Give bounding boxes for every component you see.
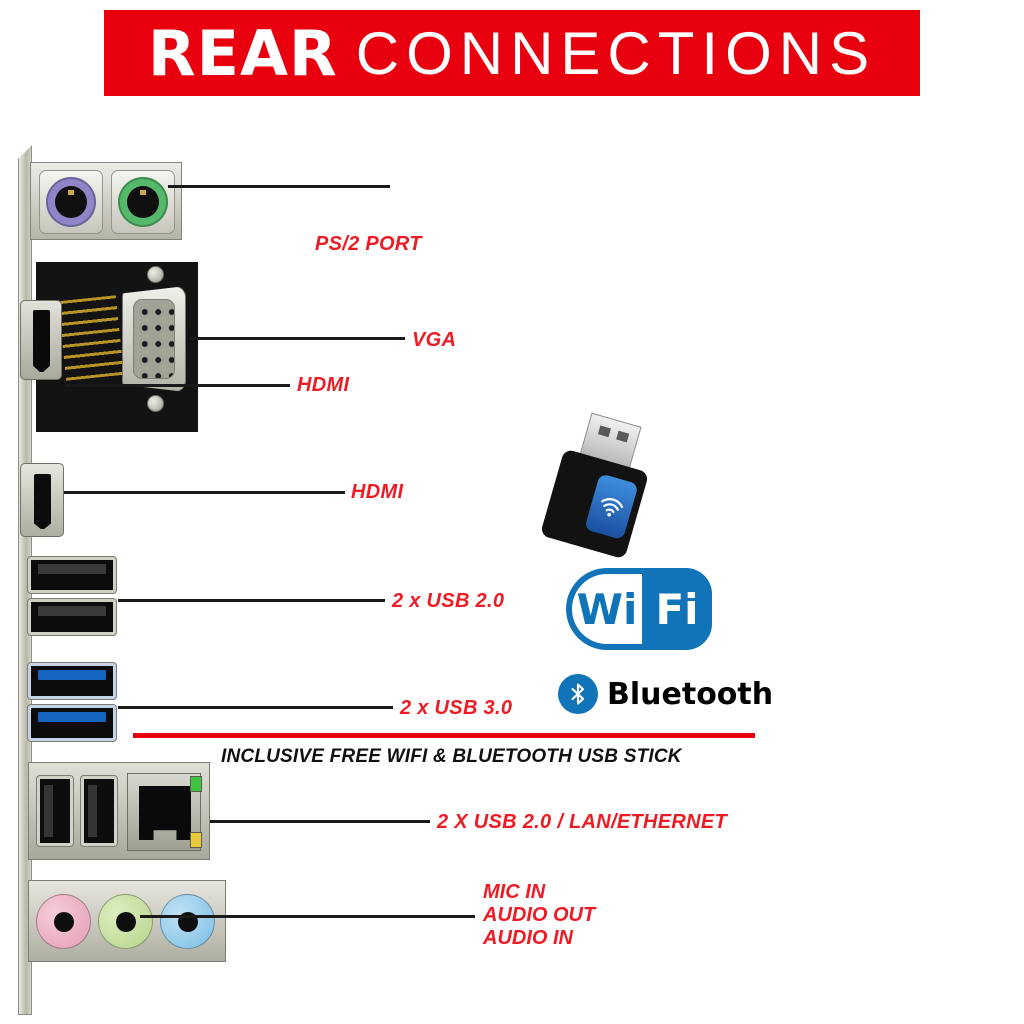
hdmi-small-slot (34, 474, 51, 529)
usb20-port-right (81, 776, 117, 846)
usb30-port-pair (28, 663, 118, 747)
audio-out-jack (98, 894, 153, 949)
usb-tongue (44, 785, 53, 837)
usb3-tongue (38, 712, 106, 722)
bluetooth-icon (558, 674, 598, 714)
label-usb20: 2 x USB 2.0 (392, 590, 505, 612)
mic-in-jack (36, 894, 91, 949)
wifi-logo-fi: Fi (642, 568, 712, 650)
usb-tongue (88, 785, 97, 837)
label-mic-in: MIC IN (483, 881, 546, 903)
leader-line-audio (140, 915, 475, 918)
rj45-cavity (139, 786, 191, 840)
lan-led-green (190, 776, 202, 792)
label-hdmi-large: HDMI (297, 374, 350, 396)
stick-body (539, 448, 650, 560)
usb-contacts (597, 425, 611, 438)
usb-lan-block (28, 762, 210, 860)
usb-tongue (38, 606, 106, 616)
label-ps2: PS/2 PORT (315, 233, 422, 255)
hdmi-gold-pins (57, 295, 125, 381)
header-title-light: CONNECTIONS (355, 19, 877, 87)
ps2-keyboard-ring (46, 177, 96, 227)
usb20-port-bottom (28, 599, 116, 635)
leader-line-usb20 (118, 599, 385, 602)
label-audio-group: MIC IN AUDIO OUT AUDIO IN (483, 881, 595, 950)
leader-line-vga (190, 337, 405, 340)
header-title-bold: REAR (147, 16, 338, 90)
label-vga: VGA (412, 329, 457, 351)
leader-line-usb30 (118, 706, 393, 709)
wifi-logo: Wi Fi (566, 568, 712, 650)
vga-screw-top (147, 266, 164, 283)
ps2-mouse-socket (127, 186, 159, 218)
lan-led-yellow (190, 832, 202, 848)
audio-jack-block (28, 880, 226, 962)
leader-line-usb-lan (210, 820, 430, 823)
header-banner: REAR CONNECTIONS (104, 10, 920, 96)
jack-hole (53, 911, 74, 932)
usb20-port-top (28, 557, 116, 593)
hdmi-port-small (20, 463, 64, 537)
bluetooth-label: Bluetooth (607, 676, 774, 712)
usb20-port-left (37, 776, 73, 846)
wifi-icon (601, 498, 624, 517)
vga-screw-bottom (147, 395, 164, 412)
ps2-keyboard-port (39, 170, 103, 234)
ps2-keyboard-socket (55, 186, 87, 218)
leader-line-hdmi-large (66, 384, 290, 387)
hdmi-slot (33, 310, 50, 372)
label-audio-out: AUDIO OUT (483, 904, 596, 926)
usb30-port-bottom (28, 705, 116, 741)
ethernet-port (127, 773, 202, 851)
ps2-mouse-port (111, 170, 175, 234)
label-hdmi-small: HDMI (351, 481, 404, 503)
hdmi-port-large (20, 300, 62, 380)
wifi-usb-stick (539, 408, 662, 562)
label-audio-in: AUDIO IN (483, 927, 573, 949)
ps2-port-block (30, 162, 182, 240)
leader-line-hdmi-small (64, 491, 345, 494)
leader-line-ps2 (168, 185, 390, 188)
usb30-port-top (28, 663, 116, 699)
inclusive-note: INCLUSIVE FREE WIFI & BLUETOOTH USB STIC… (221, 746, 682, 767)
vga-pin-holes (133, 299, 175, 379)
stick-wifi-label (584, 473, 639, 541)
wifi-logo-wi: Wi (566, 568, 642, 650)
jack-hole (115, 911, 136, 932)
audio-in-jack (160, 894, 215, 949)
ps2-mouse-ring (118, 177, 168, 227)
bluetooth-logo: Bluetooth (558, 674, 773, 714)
usb3-tongue (38, 670, 106, 680)
usb20-port-pair (28, 557, 118, 641)
usb-tongue (38, 564, 106, 574)
red-divider-line (133, 733, 755, 738)
label-usb-lan: 2 X USB 2.0 / LAN/ETHERNET (437, 811, 728, 833)
label-usb30: 2 x USB 3.0 (400, 697, 513, 719)
